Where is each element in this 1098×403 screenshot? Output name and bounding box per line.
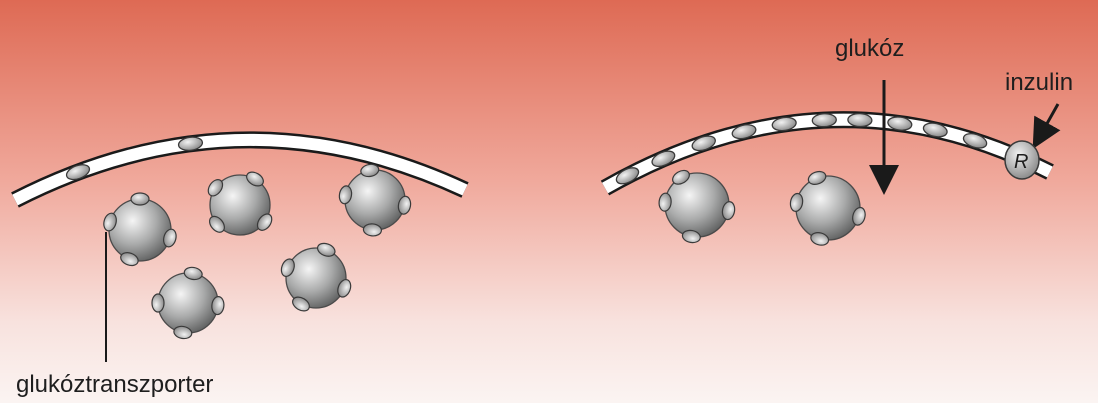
vesicle-body: [158, 273, 218, 333]
membrane-transporter: [812, 113, 837, 127]
membrane-transporter: [848, 113, 873, 127]
vesicle-body: [109, 199, 171, 261]
vesicle-transporter: [131, 193, 149, 205]
vesicle-body: [345, 170, 405, 230]
transporter-label: glukóztranszporter: [16, 371, 213, 398]
vesicle-body: [796, 176, 860, 240]
insulin-receptor: R: [1005, 141, 1039, 179]
insulin-label: inzulin: [1005, 69, 1073, 96]
glucose-label: glukóz: [835, 35, 904, 62]
vesicle-transporter: [152, 294, 164, 312]
receptor-label: R: [1014, 151, 1028, 173]
